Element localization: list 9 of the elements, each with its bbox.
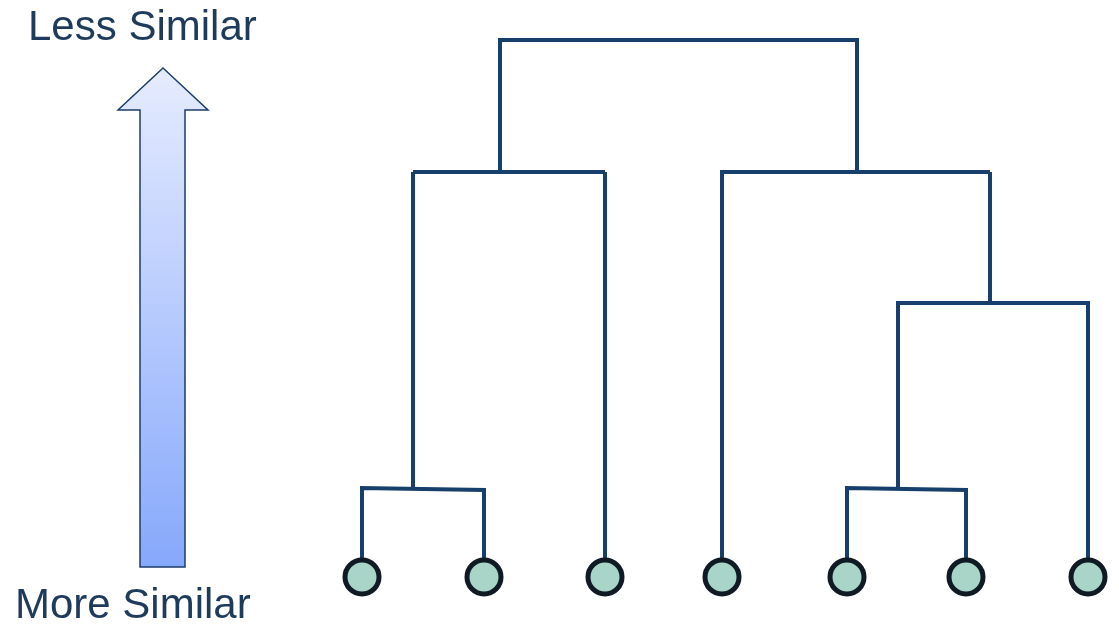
axis-label: More Similar bbox=[15, 579, 251, 629]
circle-node bbox=[827, 557, 867, 597]
circle-node bbox=[1068, 557, 1108, 597]
circle-node bbox=[464, 557, 504, 597]
axis-label: Less Similar bbox=[28, 1, 257, 51]
circle-node bbox=[702, 557, 742, 597]
circle-node bbox=[342, 557, 382, 597]
circle-node bbox=[585, 557, 625, 597]
circle-node bbox=[946, 557, 986, 597]
